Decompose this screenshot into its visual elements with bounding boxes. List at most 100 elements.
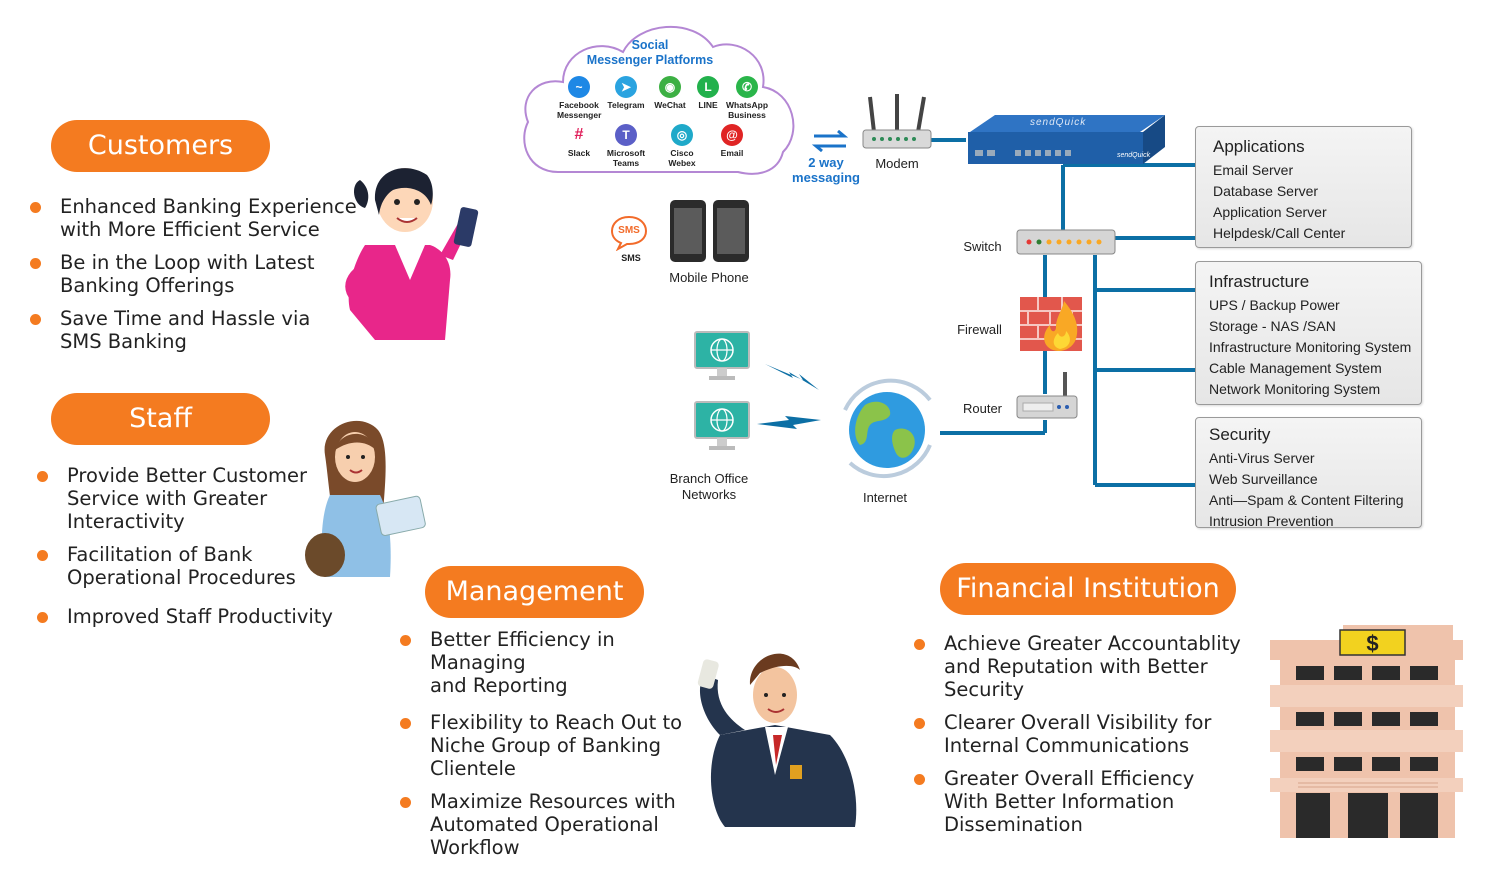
list-item: Provide Better Customer Service with Gre… — [37, 464, 337, 533]
staff-woman-illustration — [305, 420, 426, 577]
management-heading: Management — [425, 566, 644, 618]
infrastructure-item: Cable Management System — [1209, 360, 1382, 376]
internet-globe-icon — [843, 378, 932, 479]
firewall-icon — [1020, 297, 1082, 351]
bullet-icon — [37, 550, 48, 561]
bullet-icon — [400, 797, 411, 808]
messenger-icon: ~ — [568, 76, 590, 98]
sms-icon-text: SMS — [618, 225, 640, 236]
list-item: Improved Staff Productivity — [37, 605, 337, 628]
sms-icon — [610, 215, 648, 251]
messenger-platform: ~Facebook Messenger — [557, 76, 601, 120]
wechat-platform: ◉WeChat — [648, 76, 692, 111]
platform-label: Email — [720, 148, 744, 158]
telegram-platform: ➤ Telegram — [604, 76, 648, 111]
slack-icon: # — [568, 124, 590, 146]
list-item: Save Time and Hassle via SMS Banking — [30, 307, 360, 353]
customer-woman-illustration — [345, 168, 479, 340]
whatsapp-icon: ✆ — [736, 76, 758, 98]
branch-computer-icon — [694, 331, 750, 380]
infrastructure-item: Storage - NAS /SAN — [1209, 318, 1336, 334]
financial-benefits-list: Achieve Greater Accountablity and Reputa… — [914, 632, 1244, 846]
infrastructure-item: UPS / Backup Power — [1209, 297, 1340, 313]
bullet-icon — [914, 718, 925, 729]
sms-label: SMS — [621, 253, 641, 263]
applications-item: Database Server — [1213, 183, 1319, 199]
security-item: Anti-Virus Server — [1209, 450, 1315, 466]
list-item: Facilitation of Bank Operational Procedu… — [37, 543, 337, 589]
bullet-icon — [30, 314, 41, 325]
switch-label: Switch — [963, 239, 1002, 254]
line-icon: L — [697, 76, 719, 98]
list-item: Better Efficiency in Managing and Report… — [400, 628, 700, 697]
platform-label: Microsoft Teams — [606, 148, 646, 168]
security-item: Anti—Spam & Content Filtering — [1209, 492, 1404, 508]
switch-icon — [1016, 229, 1116, 255]
list-item: Clearer Overall Visibility for Internal … — [914, 711, 1244, 757]
staff-heading: Staff — [51, 393, 270, 445]
bullet-icon — [37, 612, 48, 623]
mobile-phone-icon — [670, 200, 749, 262]
manager-man-illustration — [697, 653, 857, 827]
two-way-arrows-icon — [811, 130, 849, 152]
internet-label: Internet — [862, 490, 908, 505]
mobile-phone-label: Mobile Phone — [669, 270, 749, 285]
branch-office-label: Branch Office Networks — [669, 471, 749, 502]
security-item: Intrusion Prevention — [1209, 513, 1334, 529]
list-item: Flexibility to Reach Out to Niche Group … — [400, 711, 700, 780]
infrastructure-item: Network Monitoring System — [1209, 381, 1381, 397]
applications-item: Helpdesk/Call Center — [1213, 225, 1346, 241]
bullet-icon — [30, 202, 41, 213]
slack-platform: #Slack — [557, 124, 601, 159]
cloud-title: Social Messenger Platforms — [586, 38, 714, 67]
platform-label: Telegram — [607, 100, 645, 110]
list-item: Enhanced Banking Experience with More Ef… — [30, 195, 360, 241]
bullet-icon — [400, 635, 411, 646]
sendquick-brand-label: sendQuick — [1030, 117, 1087, 128]
applications-item: Application Server — [1213, 204, 1327, 220]
email-platform: @ Email — [710, 124, 754, 159]
platform-label: WhatsApp Business — [725, 100, 769, 120]
financial-institution-heading: Financial Institution — [940, 563, 1236, 615]
email-icon: @ — [721, 124, 743, 146]
bullet-icon — [914, 639, 925, 650]
sendquick-appliance-icon — [968, 115, 1165, 164]
webex-icon: ◎ — [671, 124, 693, 146]
firewall-label: Firewall — [957, 322, 1002, 337]
two-way-messaging-label: 2 way messaging — [792, 155, 860, 185]
list-item: Achieve Greater Accountablity and Reputa… — [914, 632, 1244, 701]
platform-label: WeChat — [654, 100, 686, 110]
bullet-icon — [37, 471, 48, 482]
router-label: Router — [962, 401, 1003, 416]
modem-label: Modem — [875, 156, 919, 171]
infrastructure-item: Infrastructure Monitoring System — [1209, 339, 1412, 355]
list-item: Greater Overall Efficiency With Better I… — [914, 767, 1244, 836]
management-benefits-list: Better Efficiency in Managing and Report… — [400, 628, 700, 869]
bank-building-illustration: $ — [1270, 625, 1463, 838]
security-title: Security — [1209, 425, 1271, 444]
customers-benefits-list: Enhanced Banking Experience with More Ef… — [30, 195, 360, 363]
list-item: Be in the Loop with Latest Banking Offer… — [30, 251, 360, 297]
wireless-lightning-icon — [765, 364, 819, 390]
webex-platform: ◎Cisco Webex — [660, 124, 704, 168]
customers-heading: Customers — [51, 120, 270, 172]
bullet-icon — [30, 258, 41, 269]
bullet-icon — [400, 718, 411, 729]
branch-computer-icon — [694, 401, 750, 450]
platform-label: Cisco Webex — [668, 148, 696, 168]
whatsapp-platform: ✆WhatsApp Business — [725, 76, 769, 120]
applications-item: Email Server — [1213, 162, 1294, 178]
telegram-icon: ➤ — [615, 76, 637, 98]
list-item: Maximize Resources with Automated Operat… — [400, 790, 700, 859]
applications-title: Applications — [1213, 137, 1305, 156]
security-item: Web Surveillance — [1209, 471, 1318, 487]
